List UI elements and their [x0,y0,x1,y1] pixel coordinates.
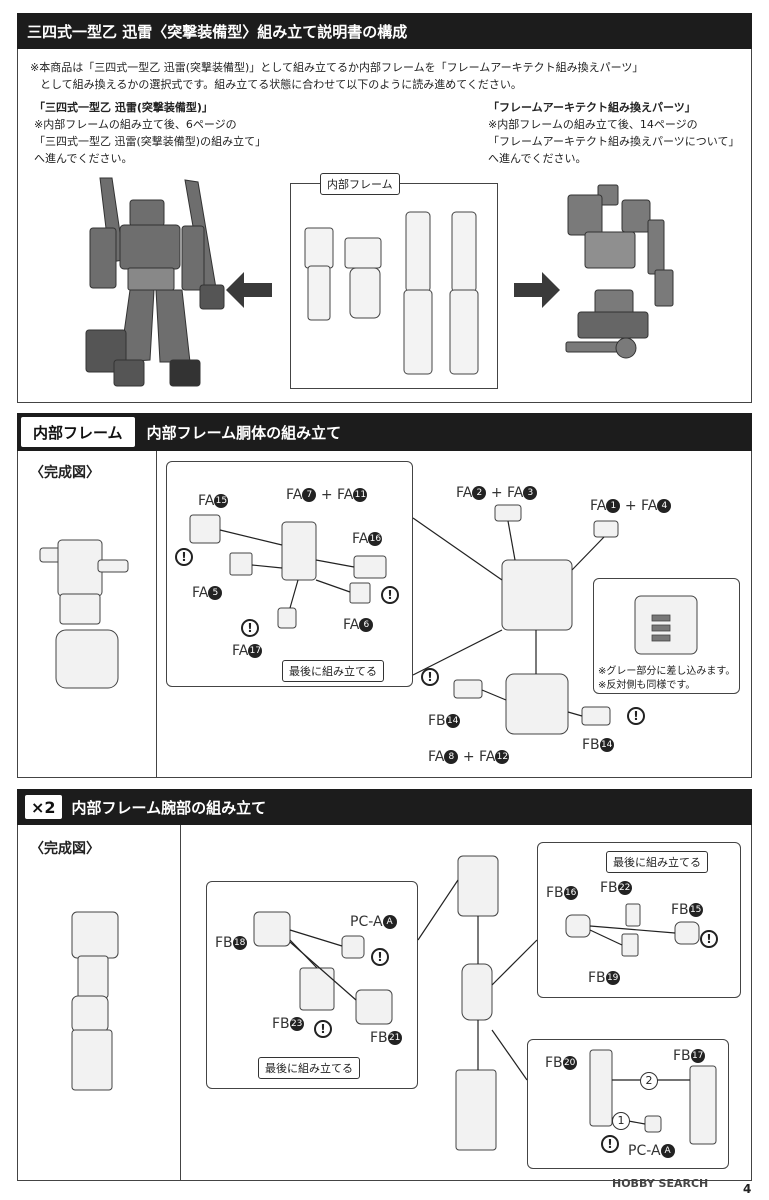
warning-icon: ! [421,668,439,686]
warning-icon: ! [381,586,399,604]
torso-completed-label: 〈完成図〉 [30,465,100,481]
inner-frame-box [290,183,498,389]
step-2-badge: 2 [640,1070,658,1090]
intro-line-1: ※本商品は「三四式一型乙 迅雷(突撃装備型)」として組み立てるか内部フレームを「… [30,61,644,74]
label-fb19: FB19 [588,970,620,986]
right-note-2: 「フレームアーキテクト組み換えパーツについて」 [488,135,740,148]
warning-icon: ! [371,948,389,966]
inner-frame-box-label: 内部フレーム [320,173,400,195]
torso-divider [156,451,157,778]
torso-note-2: ※反対側も同様です。 [598,680,696,691]
label-fb17: FB17 [673,1048,705,1064]
label-fb16: FB16 [546,885,578,901]
label-fb21: FB21 [370,1030,402,1046]
left-note-3: へ進んでください。 [34,152,133,165]
arm-completed-label: 〈完成図〉 [30,841,100,857]
page-number: 4 [743,1182,752,1196]
arm-left-subbox [206,881,418,1089]
section-arm-title: 内部フレーム腕部の組み立て [71,798,267,817]
left-note-2: 「三四式一型乙 迅雷(突撃装備型)の組み立て」 [34,135,267,148]
label-fa15: FA15 [198,493,229,509]
warning-icon: ! [314,1020,332,1038]
label-fb22: FB22 [600,880,632,896]
arm-last-assemble-left: 最後に組み立てる [258,1057,360,1079]
right-note-1: ※内部フレームの組み立て後、14ページの [488,118,698,131]
torso-note-1: ※グレー部分に差し込みます。 [598,666,736,677]
torso-last-assemble-tag: 最後に組み立てる [282,660,384,682]
torso-subassembly-box [166,461,413,687]
warning-icon: ! [601,1135,619,1153]
section-torso-title: 内部フレーム胴体の組み立て [146,423,342,442]
section-torso-header: 内部フレーム 内部フレーム胴体の組み立て [17,413,752,451]
hobby-search-watermark: HOBBY SEARCH [612,1177,708,1190]
label-fb18: FB18 [215,935,247,951]
warning-icon: ! [627,707,645,725]
section-overview-title: 三四式一型乙 迅雷〈突撃装備型〉組み立て説明書の構成 [27,22,408,41]
intro-line-2: として組み換えるかの選択式です。組み立てる状態に合わせて以下のように読み進めてく… [40,78,522,91]
section-arm-header: ×2 内部フレーム腕部の組み立て [17,789,752,825]
torso-note-box [593,578,740,694]
label-fb14-left: FB14 [428,713,460,729]
left-heading: 「三四式一型乙 迅雷(突撃装備型)」 [34,101,213,114]
right-note-3: へ進んでください。 [488,152,587,165]
step-1-badge: 1 [612,1110,630,1130]
label-fb20: FB20 [545,1055,577,1071]
arm-multiplier-badge: ×2 [25,795,62,819]
arm-divider [180,825,181,1181]
label-fb15: FB15 [671,902,703,918]
arm-right-bottom-subbox [527,1039,729,1169]
left-note-1: ※内部フレームの組み立て後、6ページの [34,118,237,131]
arm-last-assemble-right: 最後に組み立てる [606,851,708,873]
label-fa17: FA17 [232,643,263,659]
section-torso-tab: 内部フレーム [21,417,135,447]
section-overview-header: 三四式一型乙 迅雷〈突撃装備型〉組み立て説明書の構成 [17,13,752,49]
arm-right-top-subbox [537,842,741,998]
label-fb23: FB23 [272,1016,304,1032]
warning-icon: ! [241,619,259,637]
right-heading: 「フレームアーキテクト組み換えパーツ」 [488,101,696,114]
watermark-text: HOBBY SEARCH [612,1177,709,1190]
label-fa16: FA16 [352,531,383,547]
label-fb14-right: FB14 [582,737,614,753]
warning-icon: ! [175,548,193,566]
warning-icon: ! [700,930,718,948]
